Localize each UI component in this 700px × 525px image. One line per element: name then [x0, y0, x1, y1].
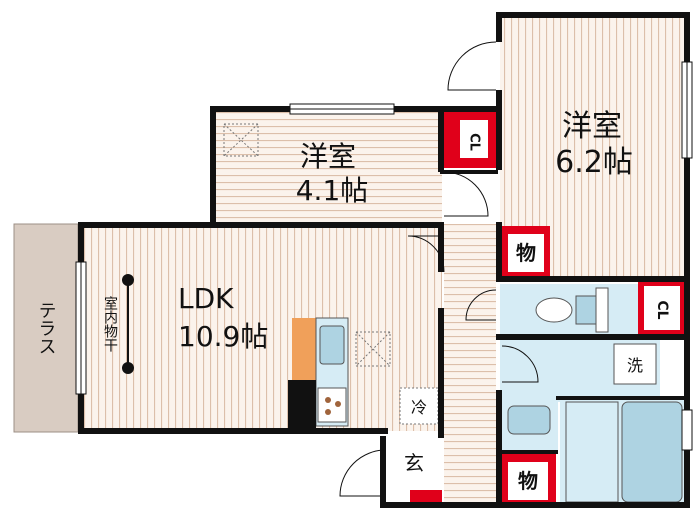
western-room-b-name: 洋室	[300, 140, 356, 173]
ldk-floor	[82, 226, 442, 431]
washbasin	[507, 405, 551, 435]
closet-label: CL	[467, 133, 482, 151]
western-room-b-floor	[214, 110, 442, 222]
drying-bar-end	[122, 274, 134, 286]
storage-label: 物	[518, 469, 538, 493]
window	[681, 61, 693, 159]
kitchen-wall-block	[288, 380, 316, 430]
fridge-space	[399, 387, 439, 425]
storage-label: 物	[516, 241, 536, 265]
window	[289, 103, 395, 115]
kitchen-sink	[319, 325, 345, 365]
fridge-label: 冷	[411, 398, 427, 417]
bath-shower-area	[565, 401, 619, 503]
toilet	[535, 287, 609, 333]
ldk-name: LDK	[178, 282, 234, 315]
vent-box	[355, 331, 391, 367]
ldk-size: 10.9帖	[178, 320, 268, 353]
western-room-a-name: 洋室	[562, 109, 622, 144]
drying-bar-end	[122, 362, 134, 374]
window	[681, 409, 693, 451]
stove-burner	[335, 401, 341, 407]
western-room-b-size: 4.1帖	[296, 174, 369, 207]
closet-west-room-b	[444, 112, 498, 168]
bathtub	[621, 401, 683, 503]
terrace-area	[13, 223, 79, 433]
western-room-a-size: 6.2帖	[555, 145, 633, 180]
terrace-label: テラス	[36, 301, 57, 355]
door-swing	[339, 41, 539, 497]
indoor-drying-label: 室内物干	[102, 295, 118, 352]
stove-burner	[325, 397, 331, 403]
closet-label: CL	[654, 300, 670, 319]
kitchen-counter	[292, 318, 316, 382]
storage-lower	[500, 454, 556, 506]
closet-toilet	[638, 280, 686, 336]
washing-machine-space	[613, 343, 657, 385]
storage-upper	[500, 226, 550, 278]
hallway-floor	[444, 224, 496, 504]
kitchen-stove	[317, 387, 347, 423]
window	[75, 261, 87, 395]
entrance-label: 玄	[404, 451, 424, 475]
vent-box	[223, 123, 259, 157]
laundry-label: 洗	[627, 356, 643, 375]
stove-burner	[325, 409, 331, 415]
